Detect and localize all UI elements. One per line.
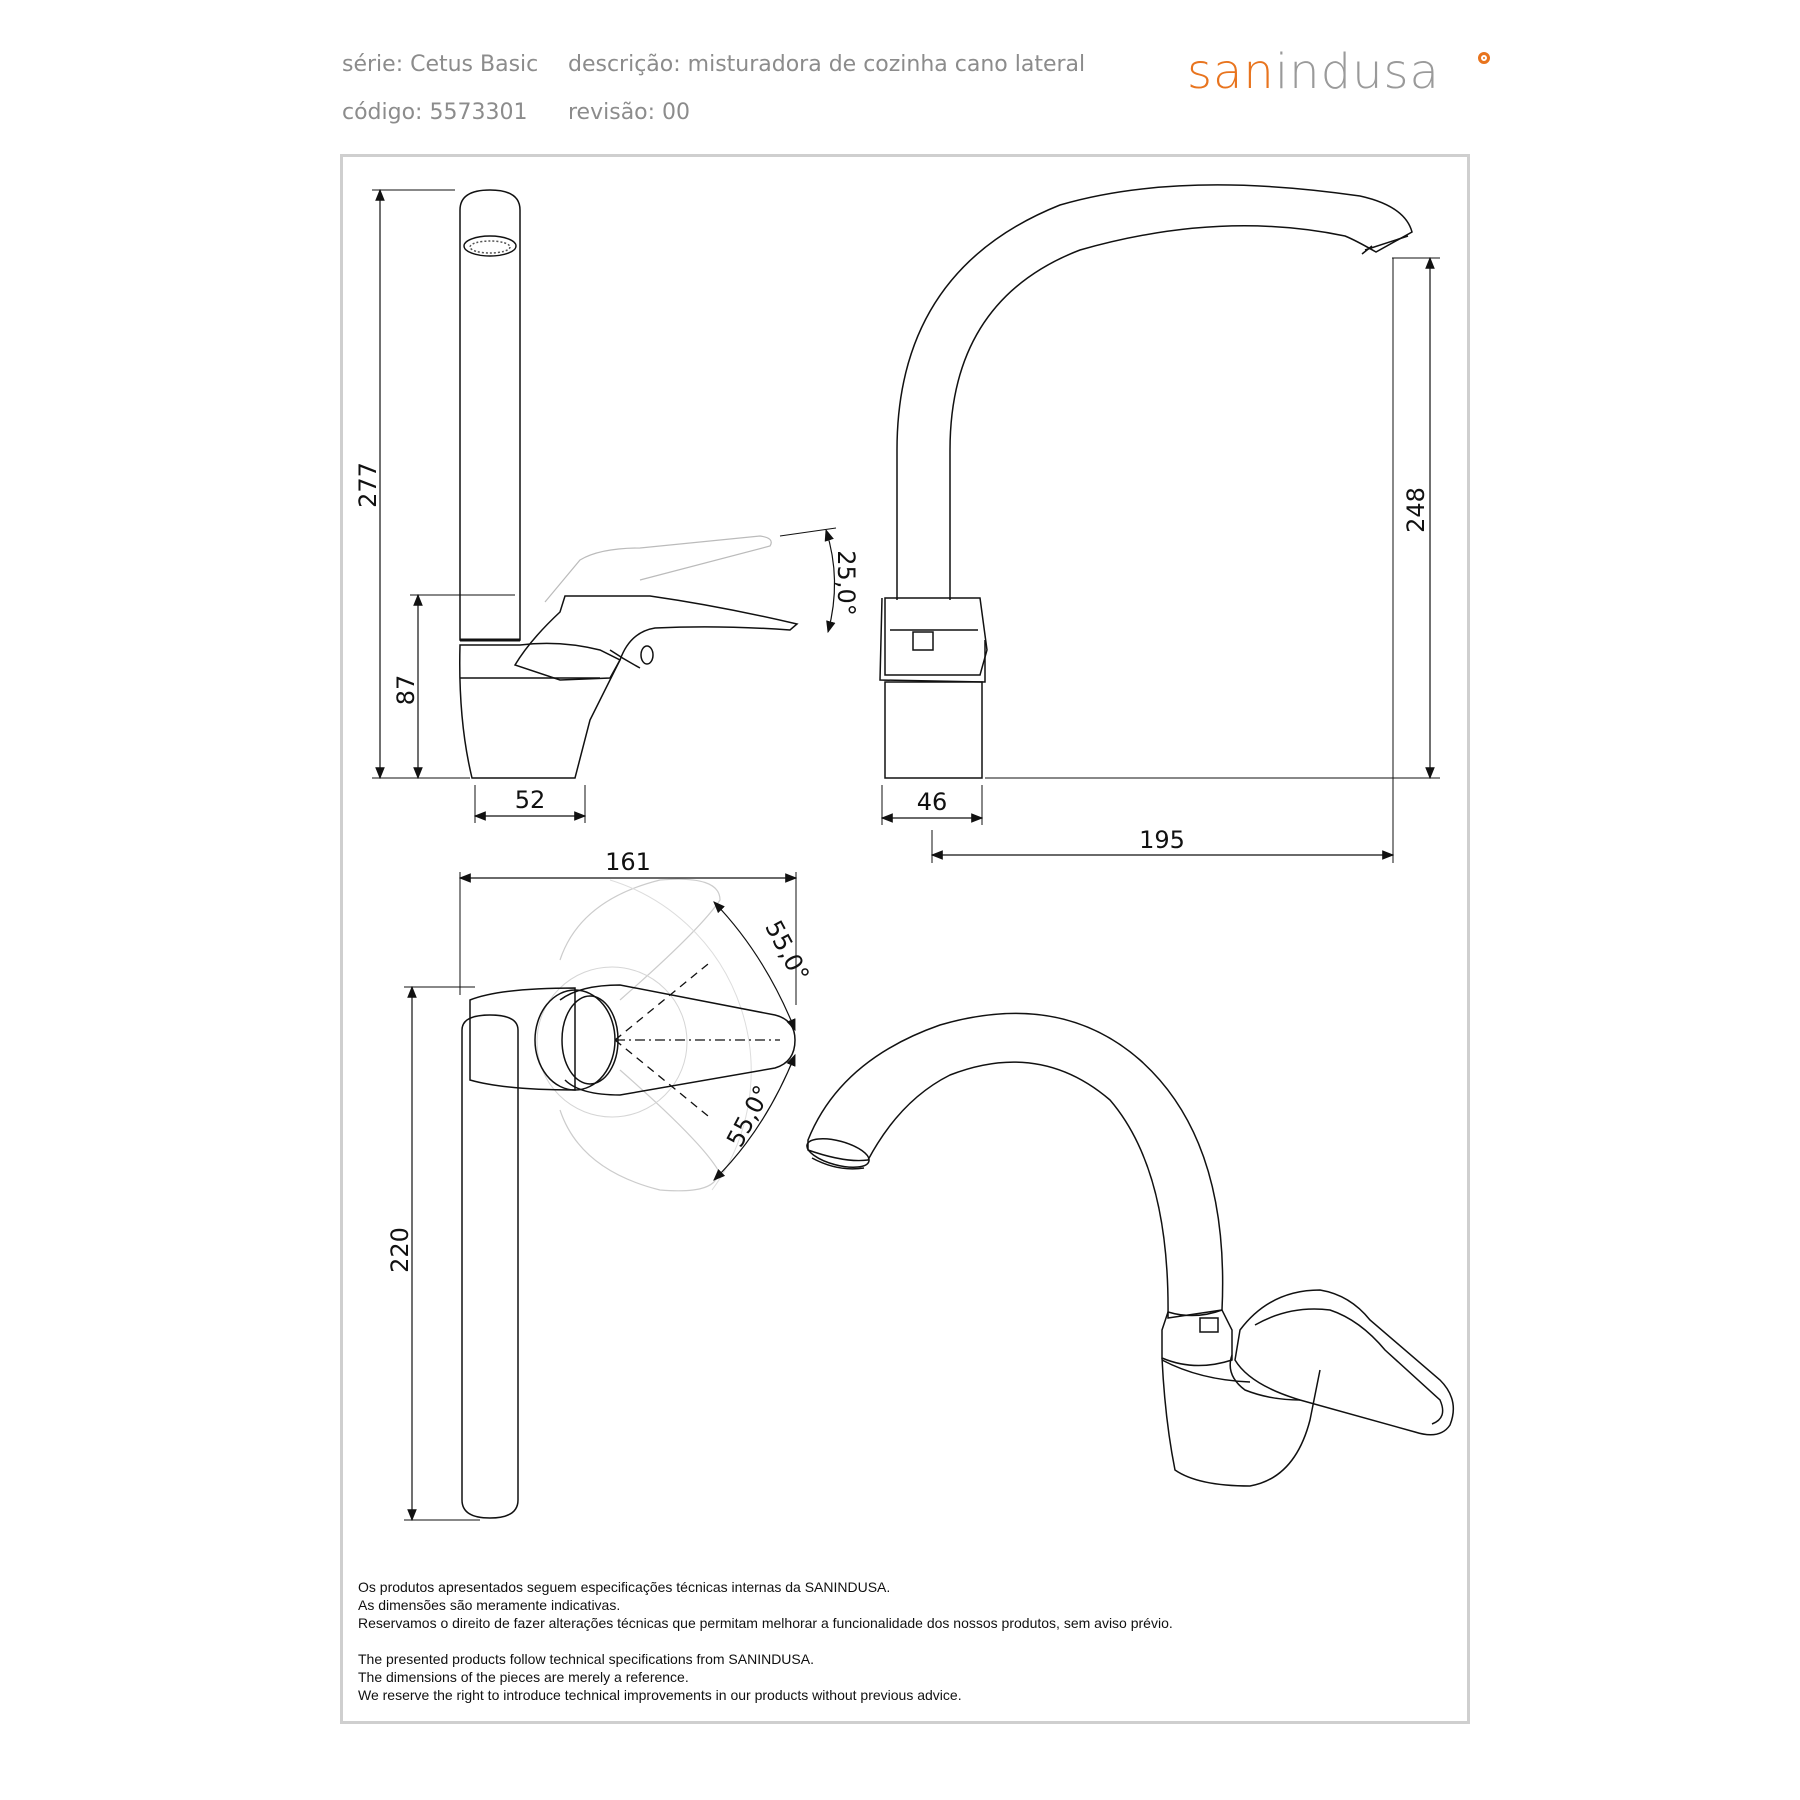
dim-height-body: 87 — [392, 675, 420, 706]
note-pt-3: Reservamos o direito de fazer alterações… — [358, 1615, 1173, 1631]
top-view — [404, 872, 798, 1522]
dim-top-length: 220 — [386, 1227, 414, 1273]
drawing-frame — [340, 154, 1470, 1724]
logo-part-a: san — [1187, 44, 1275, 100]
logo-mark-icon — [1478, 52, 1490, 64]
dim-rotation-angle-lower: 55,0° — [721, 1081, 776, 1152]
sanindusa-logo: sanindusa — [1187, 44, 1440, 100]
dim-height-total: 277 — [354, 462, 382, 508]
note-en-3: We reserve the right to introduce techni… — [358, 1687, 962, 1703]
front-view — [879, 184, 1440, 863]
descricao-label: descrição: misturadora de cozinha cano l… — [568, 52, 1086, 77]
logo-part-b: indusa — [1274, 44, 1440, 100]
dim-base-width-side: 52 — [515, 786, 546, 814]
dim-base-width-front: 46 — [917, 788, 948, 816]
note-pt-1: Os produtos apresentados seguem especifi… — [358, 1579, 891, 1595]
dim-rotation-angle-upper: 55,0° — [759, 916, 814, 987]
disclaimer-notes: Os produtos apresentados seguem especifi… — [358, 1578, 1173, 1704]
serie-label: série: Cetus Basic — [342, 52, 539, 77]
codigo-label: código: 5573301 — [342, 100, 528, 125]
dim-spout-reach: 195 — [1139, 826, 1185, 854]
note-en-1: The presented products follow technical … — [358, 1651, 814, 1667]
side-view — [372, 188, 837, 823]
dim-lever-angle: 25,0° — [832, 550, 860, 615]
dim-top-width: 161 — [605, 848, 651, 876]
revisao-label: revisão: 00 — [568, 100, 691, 125]
perspective-view — [806, 1012, 1455, 1487]
dim-spout-height: 248 — [1402, 487, 1430, 533]
note-en-2: The dimensions of the pieces are merely … — [358, 1669, 689, 1685]
note-pt-2: As dimensões são meramente indicativas. — [358, 1597, 621, 1613]
